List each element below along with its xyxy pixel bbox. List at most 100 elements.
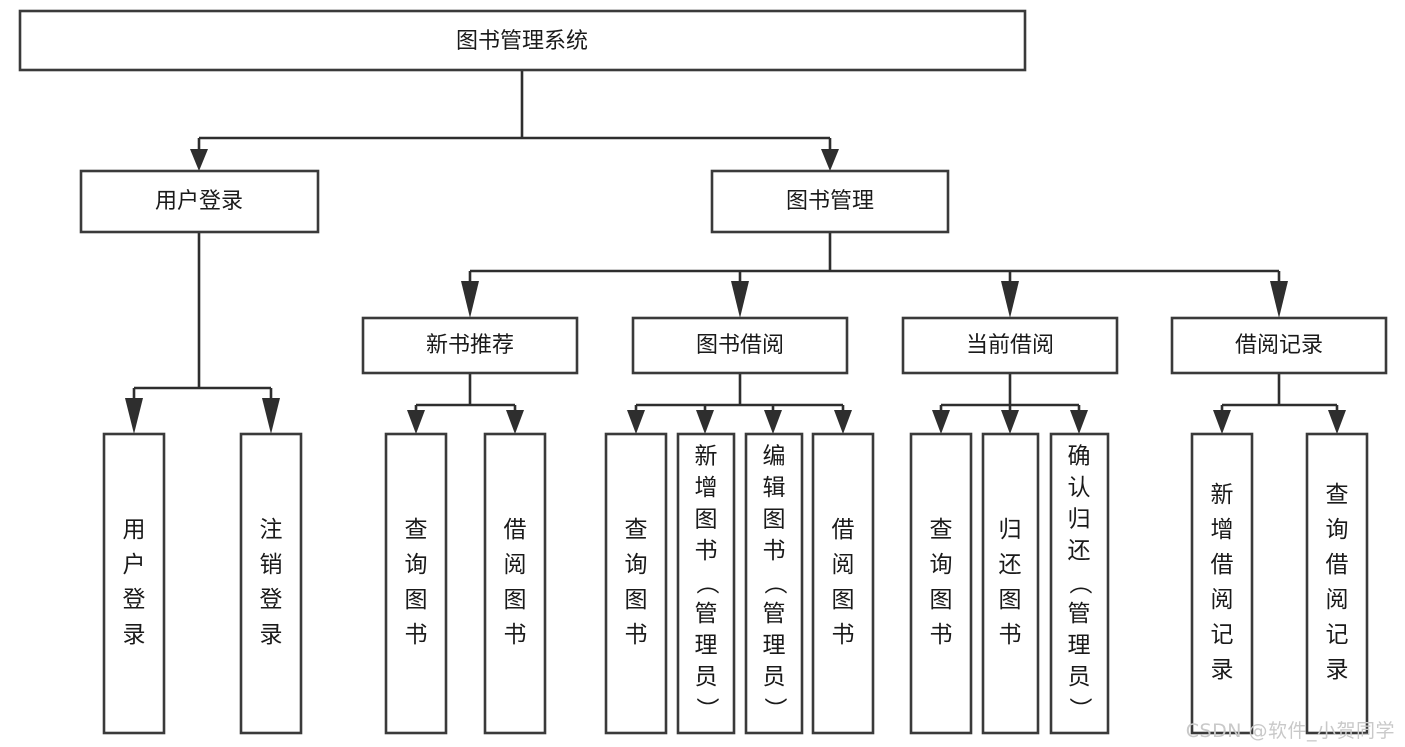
node-current-borrow-box — [901, 316, 1119, 375]
node-book-manage-box — [710, 169, 950, 234]
node-user-login[interactable]: 用户登录 — [79, 169, 320, 234]
leaf-label-char: 认 — [1068, 475, 1091, 501]
leaf-label-char: 书 — [625, 622, 648, 648]
arrow-head-newbook-leaf-2 — [506, 410, 524, 434]
leaf-label-char: 图 — [405, 587, 428, 613]
leaf-label-char: 增 — [695, 475, 718, 501]
leaf-label-char: 借 — [1326, 552, 1349, 578]
node-new-book-recommend[interactable]: 新书推荐 — [361, 316, 579, 375]
node-root-label: 图书管理系统 — [456, 29, 588, 54]
leaf-label-char: 图 — [999, 587, 1022, 613]
node-current-borrow[interactable]: 当前借阅 — [901, 316, 1119, 375]
leaf-label-char: 查 — [625, 517, 648, 543]
leaf-label-char: ） — [762, 697, 788, 720]
node-book-borrow-box — [631, 316, 849, 375]
leaf-label-char: 登 — [260, 587, 283, 613]
node-new-book-recommend-box — [361, 316, 579, 375]
leaf-label-char: 书 — [695, 538, 718, 564]
leaf-label-char: （ — [1067, 572, 1093, 595]
node-book-borrow-label: 图书借阅 — [696, 333, 784, 358]
leaf-box — [981, 432, 1040, 735]
leaf-label-vertical: 用户登录 — [123, 517, 146, 648]
arrow-head-currentborrow-leaf-3 — [1070, 410, 1088, 434]
leaf-label-char: 新 — [695, 444, 718, 470]
leaf-label-char: 管 — [763, 601, 786, 627]
leaf-label-char: ） — [1067, 697, 1093, 720]
leaf-label-char: 销 — [260, 552, 283, 578]
leaf-node[interactable]: 用户登录 — [102, 432, 166, 735]
arrow-head-currentborrow-leaf-2 — [1001, 410, 1019, 434]
leaf-label-char: 理 — [695, 632, 718, 658]
arrow-head-bookborrow-leaf-1 — [627, 410, 645, 434]
leaf-label-char: 记 — [1211, 622, 1234, 648]
leaf-label-char: 归 — [1068, 507, 1091, 533]
leaf-label-char: 辑 — [763, 475, 786, 501]
leaf-label-char: 询 — [1326, 517, 1349, 543]
leaf-label-char: （ — [762, 572, 788, 595]
leaf-label-char: 编 — [763, 444, 786, 470]
leaf-label-char: 阅 — [1326, 587, 1349, 613]
leaf-box — [604, 432, 668, 735]
leaf-box — [1190, 432, 1254, 735]
leaf-label-char: 书 — [999, 622, 1022, 648]
leaf-label-char: 新 — [1211, 482, 1234, 508]
node-user-login-label: 用户登录 — [155, 189, 243, 214]
node-root-box — [18, 9, 1027, 72]
leaf-label-char: 借 — [504, 517, 527, 543]
node-book-manage[interactable]: 图书管理 — [710, 169, 950, 234]
arrow-head-bookborrow-leaf-3 — [764, 410, 782, 434]
leaf-label-char: 录 — [1326, 657, 1349, 683]
leaf-box — [676, 432, 736, 735]
leaf-label-char: 管 — [1068, 601, 1091, 627]
leaf-label-char: 录 — [123, 622, 146, 648]
arrow-head-borrowrecord-leaf-2 — [1328, 410, 1346, 434]
leaf-label-char: 书 — [930, 622, 953, 648]
arrow-head-book-manage — [821, 149, 839, 171]
leaf-label-char: 借 — [832, 517, 855, 543]
node-borrow-record[interactable]: 借阅记录 — [1170, 316, 1388, 375]
leaf-label-char: 录 — [1211, 657, 1234, 683]
node-root-system[interactable]: 图书管理系统 — [18, 9, 1027, 72]
leaf-label-char: 借 — [1211, 552, 1234, 578]
leaf-box — [384, 432, 448, 735]
node-borrow-record-label: 借阅记录 — [1235, 333, 1323, 358]
leaf-label-char: 书 — [405, 622, 428, 648]
leaf-label-char: 员 — [695, 664, 718, 690]
arrow-head-book-borrow — [731, 281, 749, 318]
leaf-label-char: 询 — [930, 552, 953, 578]
leaf-label-char: 图 — [504, 587, 527, 613]
leaf-label-char: 图 — [763, 507, 786, 533]
connector-layer — [125, 70, 1346, 434]
leaf-label-char: 录 — [260, 622, 283, 648]
arrow-head-current-borrow — [1001, 281, 1019, 318]
arrow-head-newbook-leaf-1 — [407, 410, 425, 434]
leaf-label-char: 图 — [832, 587, 855, 613]
arrow-head-userlogin-leaf-2 — [262, 398, 280, 434]
node-book-borrow[interactable]: 图书借阅 — [631, 316, 849, 375]
leaf-box — [744, 432, 804, 735]
leaf-box — [239, 432, 303, 735]
node-current-borrow-label: 当前借阅 — [966, 333, 1054, 358]
leaf-label-char: 归 — [999, 517, 1022, 543]
leaf-label-char: 理 — [763, 632, 786, 658]
leaf-label-char: 阅 — [504, 552, 527, 578]
